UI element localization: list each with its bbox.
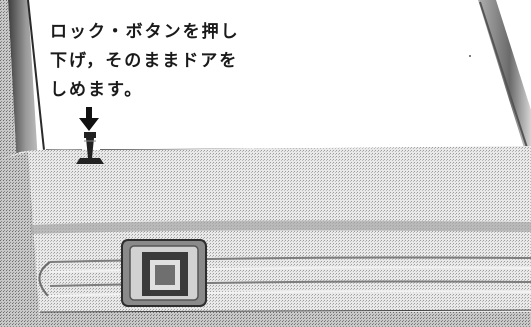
door-panel <box>0 146 531 327</box>
instruction-line: 下げ，そのままドアを <box>50 51 239 71</box>
door-handle-icon <box>121 239 207 307</box>
instruction-text: ロック・ボタンを押し 下げ，そのままドアを しめます。 <box>50 18 300 105</box>
lock-knob-icon <box>76 132 104 164</box>
right-window-pillar <box>478 0 531 170</box>
down-arrow-icon <box>79 107 99 131</box>
instruction-line: しめます。 <box>50 80 144 100</box>
instruction-line: ロック・ボタンを押し <box>50 22 240 42</box>
